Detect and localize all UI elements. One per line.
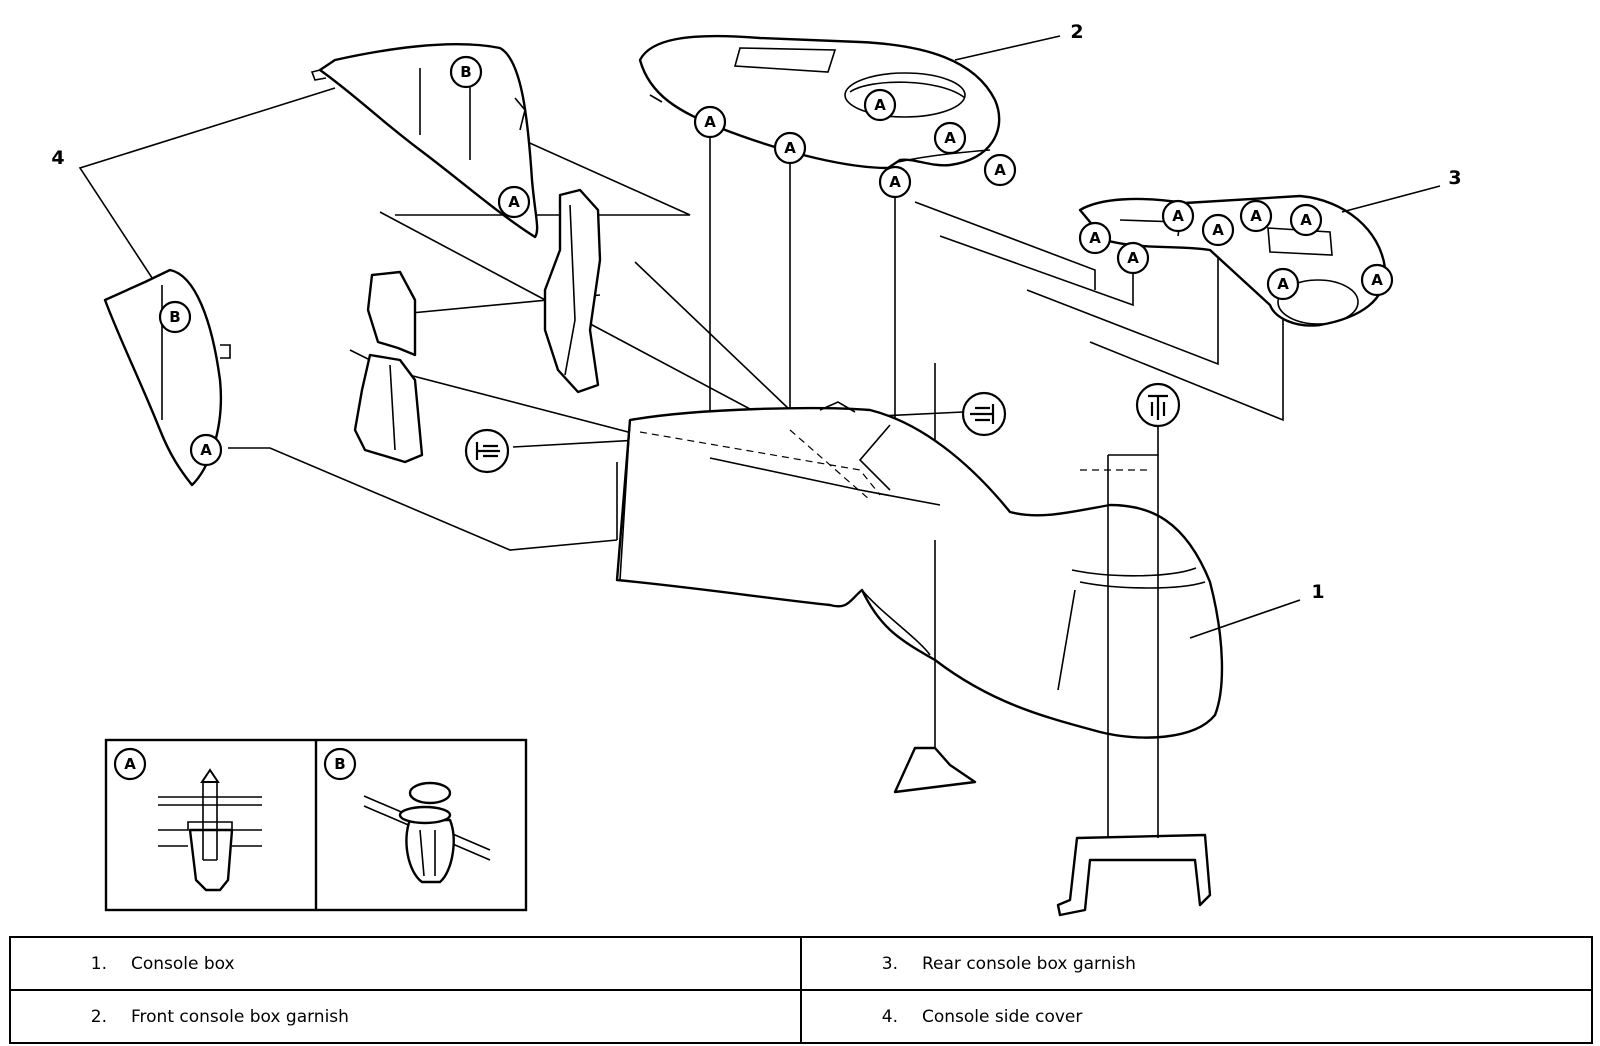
legend-text: Front console box garnish bbox=[131, 1006, 349, 1027]
screw-icon bbox=[1135, 382, 1181, 428]
part-number-4: 4 bbox=[51, 147, 64, 169]
console-side-cover-lower bbox=[103, 268, 231, 487]
exploded-view-diagram: A A A A A A A A A A A A A A A A B B 1 2 … bbox=[51, 21, 1462, 917]
push-clip-b-icon bbox=[363, 781, 491, 884]
callout-a: A bbox=[189, 433, 223, 467]
detail-callout-b: B bbox=[323, 747, 357, 781]
callout-a: A bbox=[1360, 263, 1394, 297]
svg-text:A: A bbox=[889, 173, 901, 191]
callout-a: A bbox=[1116, 241, 1150, 275]
svg-text:A: A bbox=[124, 755, 136, 773]
svg-text:A: A bbox=[1089, 229, 1101, 247]
detail-callout-a: A bbox=[113, 747, 147, 781]
svg-text:A: A bbox=[994, 161, 1006, 179]
legend-text: Rear console box garnish bbox=[922, 953, 1136, 974]
callout-a: A bbox=[983, 153, 1017, 187]
callout-a: A bbox=[693, 105, 727, 139]
clip-detail-box: A B bbox=[104, 738, 528, 912]
part-number-3: 3 bbox=[1448, 167, 1461, 189]
legend-number: 4. bbox=[881, 1006, 898, 1027]
callout-a: A bbox=[863, 88, 897, 122]
part-number-1: 1 bbox=[1311, 581, 1324, 603]
legend-row: 1. Console box 3. Rear console box garnish bbox=[9, 936, 1593, 991]
svg-text:A: A bbox=[784, 139, 796, 157]
floor-bracket-front bbox=[893, 540, 977, 794]
callout-a: A bbox=[1266, 267, 1300, 301]
svg-text:A: A bbox=[1172, 207, 1184, 225]
part-number-2: 2 bbox=[1070, 21, 1083, 43]
hidden-edges bbox=[639, 429, 1150, 501]
svg-text:A: A bbox=[1300, 211, 1312, 229]
callout-a: A bbox=[933, 121, 967, 155]
parts-legend-table: 1. Console box 3. Rear console box garnish… bbox=[9, 936, 1593, 1044]
push-clip-a-icon bbox=[158, 768, 262, 892]
svg-text:A: A bbox=[1277, 275, 1289, 293]
svg-text:A: A bbox=[874, 96, 886, 114]
part-number-labels: 1 2 3 4 bbox=[51, 21, 1462, 639]
mounting-brackets bbox=[353, 188, 602, 464]
callout-a: A bbox=[497, 185, 531, 219]
screw-icon bbox=[464, 428, 510, 474]
legend-number: 2. bbox=[90, 1006, 107, 1027]
svg-text:A: A bbox=[1212, 221, 1224, 239]
callout-a: A bbox=[1201, 213, 1235, 247]
screw-icon bbox=[961, 391, 1007, 437]
callout-a: A bbox=[773, 131, 807, 165]
svg-text:A: A bbox=[200, 441, 212, 459]
legend-cell: 1. Console box bbox=[9, 936, 802, 991]
legend-row: 2. Front console box garnish 4. Console si… bbox=[9, 989, 1593, 1044]
callout-a: A bbox=[1161, 199, 1195, 233]
svg-text:A: A bbox=[704, 113, 716, 131]
callout-a: A bbox=[1078, 221, 1112, 255]
callout-a: A bbox=[878, 165, 912, 199]
callout-a: A bbox=[1289, 203, 1323, 237]
legend-cell: 2. Front console box garnish bbox=[9, 989, 802, 1044]
console-box bbox=[615, 401, 1224, 739]
legend-cell: 4. Console side cover bbox=[800, 989, 1593, 1044]
svg-text:B: B bbox=[169, 308, 180, 326]
legend-text: Console box bbox=[131, 953, 235, 974]
legend-cell: 3. Rear console box garnish bbox=[800, 936, 1593, 991]
svg-text:A: A bbox=[1127, 249, 1139, 267]
svg-text:A: A bbox=[944, 129, 956, 147]
svg-text:B: B bbox=[460, 63, 471, 81]
svg-text:A: A bbox=[1371, 271, 1383, 289]
svg-text:B: B bbox=[334, 755, 345, 773]
legend-number: 3. bbox=[881, 953, 898, 974]
floor-bracket-rear bbox=[1056, 455, 1212, 917]
legend-text: Console side cover bbox=[922, 1006, 1083, 1027]
callout-b: B bbox=[158, 300, 192, 334]
svg-text:A: A bbox=[1250, 207, 1262, 225]
callout-b: B bbox=[449, 55, 483, 89]
callout-a: A bbox=[1239, 199, 1273, 233]
legend-number: 1. bbox=[90, 953, 107, 974]
svg-text:A: A bbox=[508, 193, 520, 211]
